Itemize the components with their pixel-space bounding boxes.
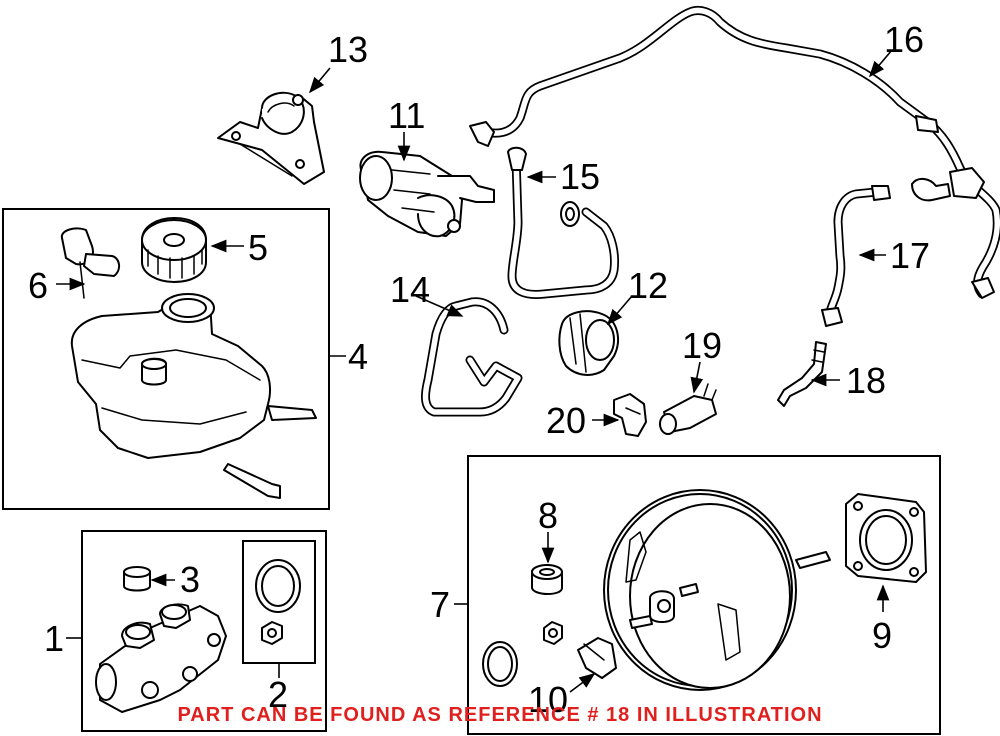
part-15-hose <box>507 146 619 299</box>
part-7-brake-booster <box>482 489 831 691</box>
callout-18: 18 <box>846 360 886 401</box>
callout-3: 3 <box>180 559 200 600</box>
callout-16: 16 <box>884 19 924 60</box>
group-box-brake-booster <box>467 455 941 735</box>
callout-8: 8 <box>538 495 558 536</box>
callout-4: 4 <box>348 336 368 377</box>
callout-6: 6 <box>28 265 48 306</box>
callout-10: 10 <box>528 679 568 720</box>
part-8-grommet <box>531 564 563 595</box>
callout-9: 9 <box>872 615 892 656</box>
part-17-vacuum-line <box>821 185 891 327</box>
part-10-sensor <box>577 637 617 679</box>
callout-1: 1 <box>44 618 64 659</box>
part-18-sensor <box>777 341 827 407</box>
part-9-gasket <box>845 493 927 583</box>
part-5-reservoir-cap <box>141 217 207 283</box>
callout-12: 12 <box>628 265 668 306</box>
callout-19: 19 <box>682 325 722 366</box>
callout-14: 14 <box>390 269 430 310</box>
part-11-vacuum-pump <box>359 150 495 238</box>
part-14-loop-hose <box>421 297 523 417</box>
callout-20: 20 <box>546 400 586 441</box>
callout-11: 11 <box>388 95 425 136</box>
part-13-bracket <box>217 91 325 185</box>
callout-15: 15 <box>560 156 600 197</box>
part-2-seals <box>255 559 301 645</box>
callout-2: 2 <box>268 674 288 715</box>
part-3-grommet <box>123 566 151 592</box>
part-4-reservoir <box>70 293 317 499</box>
part-1-master-cylinder <box>95 603 227 713</box>
part-20-clip <box>613 393 647 437</box>
callout-17: 17 <box>890 235 930 276</box>
group-box-master-cylinder <box>81 530 327 732</box>
callout-13: 13 <box>328 29 368 70</box>
callout-7: 7 <box>430 584 450 625</box>
callouts: 13 11 15 16 5 6 14 12 17 4 19 18 20 8 3 … <box>28 19 930 720</box>
part-12-grommet <box>558 310 619 376</box>
part-19-switch <box>659 383 717 435</box>
part-6-level-sensor <box>60 227 120 299</box>
part-16-vacuum-line <box>469 5 1000 299</box>
group-box-reservoir <box>2 208 330 510</box>
callout-5: 5 <box>248 227 268 268</box>
reference-note: PART CAN BE FOUND AS REFERENCE # 18 IN I… <box>177 704 823 726</box>
leader-lines <box>56 49 893 693</box>
